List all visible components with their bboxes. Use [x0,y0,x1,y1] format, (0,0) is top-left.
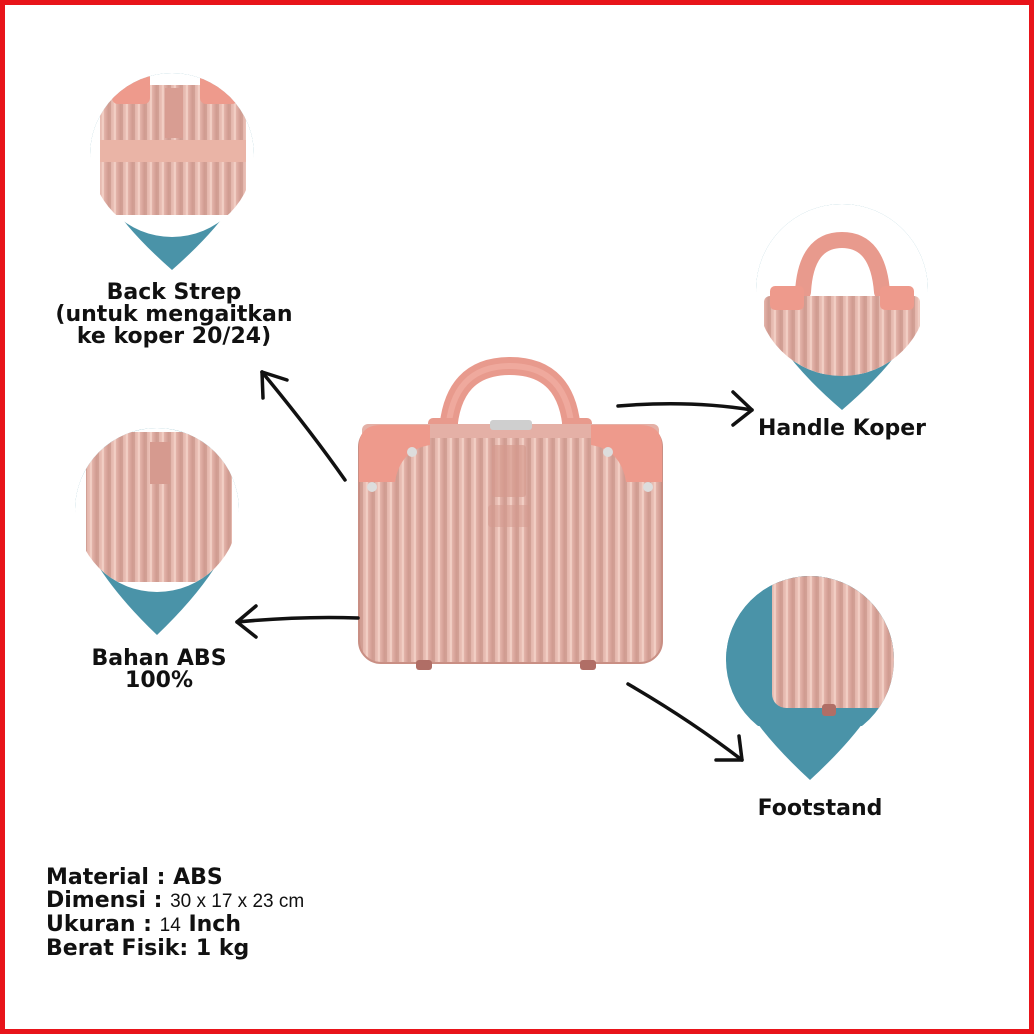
back-strap-label: Back Strep (untuk mengaitkan ke koper 20… [55,280,293,349]
arrow-to-back-strap [260,370,347,482]
material-pin [74,427,239,635]
handle-pin [756,204,928,410]
arrow-to-material [235,604,360,639]
spec-dimension: Dimensi : 30 x 17 x 23 cm [46,888,305,913]
spec-size: Ukuran : 14 Inch [46,912,241,937]
vanity-case [358,356,663,670]
material-label: Bahan ABS 100% [91,646,227,693]
handle-label: Handle Koper [757,416,927,441]
spec-list: Material : ABS Dimensi : 30 x 17 x 23 cm… [46,866,304,960]
back-strap-pin [90,73,254,270]
spec-material: Material : ABS [46,865,223,890]
arrow-to-handle [616,390,754,427]
spec-weight: Berat Fisik: 1 kg [46,936,250,961]
arrow-to-footstand [626,682,744,762]
footstand-pin [726,576,894,780]
arrows [235,370,754,762]
footstand-label: Footstand [757,796,883,821]
